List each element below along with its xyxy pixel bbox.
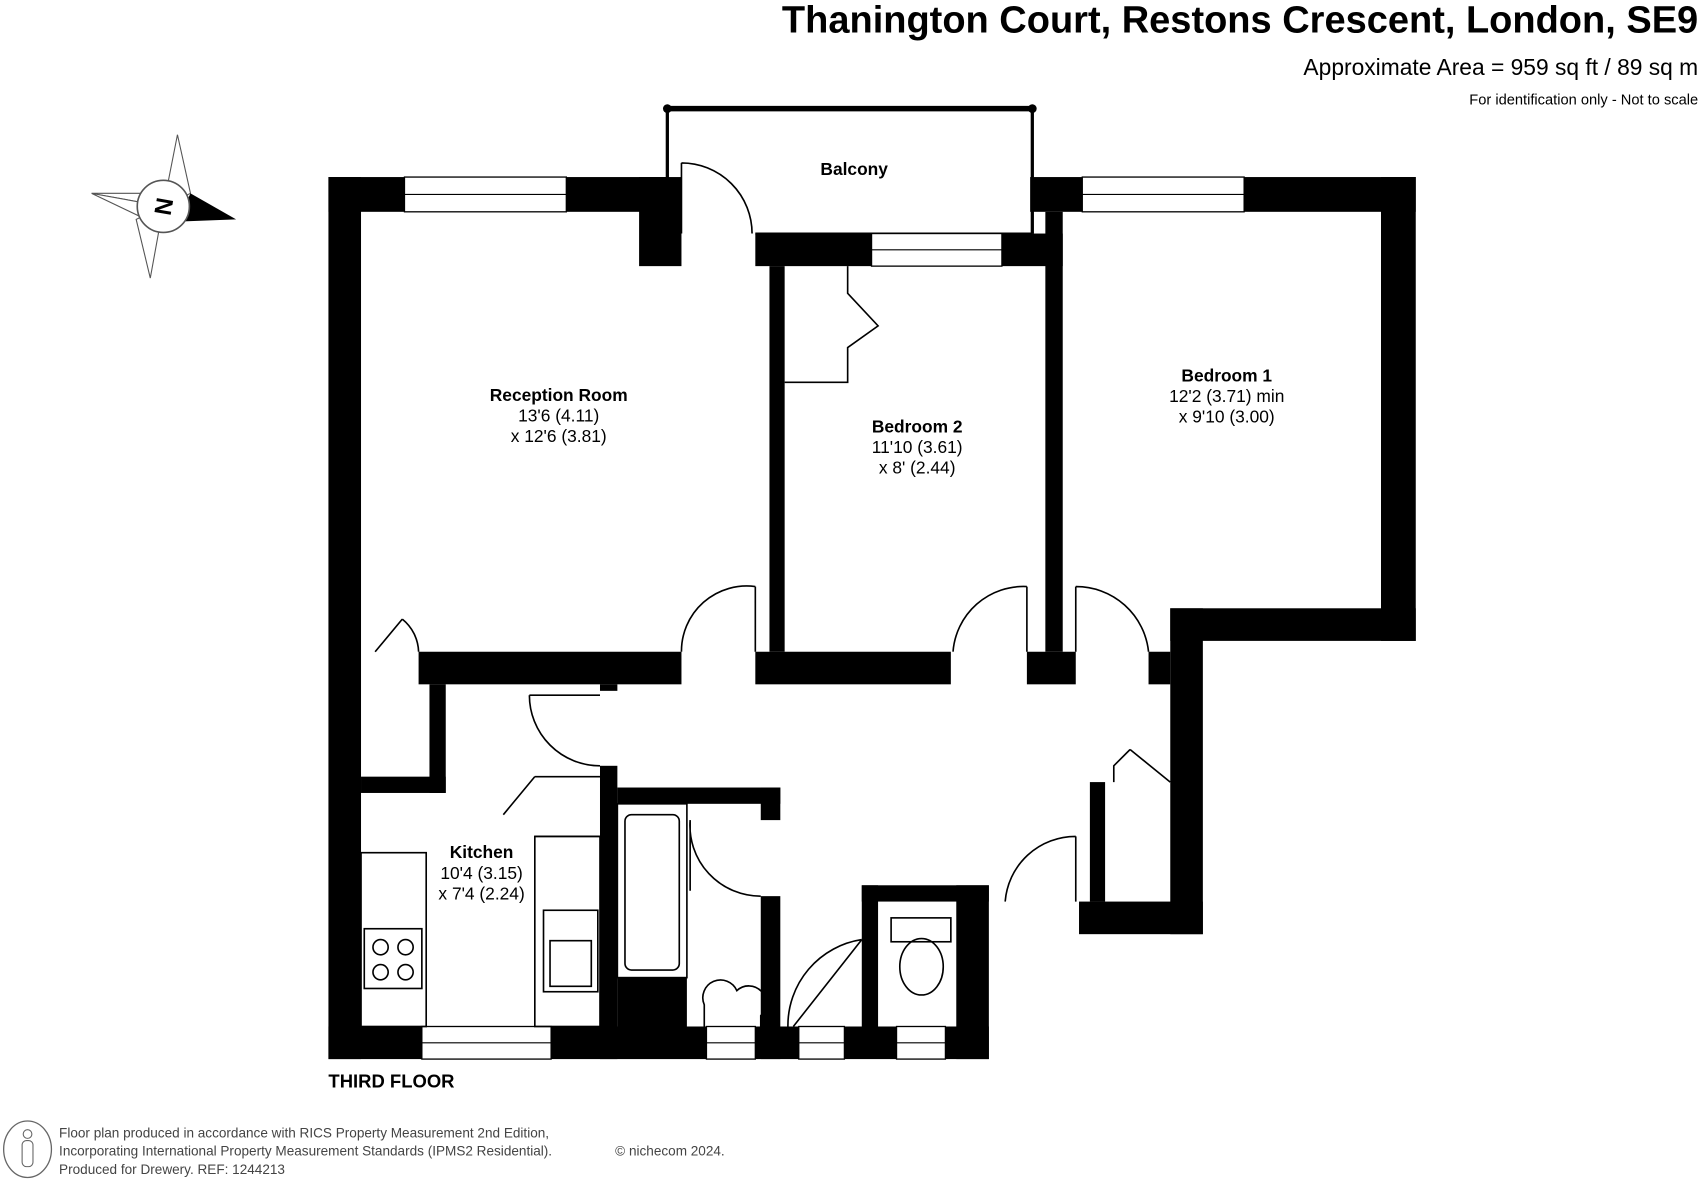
footer-copyright: © nichecom 2024.: [615, 1144, 725, 1159]
bedroom2-label: Bedroom 2: [872, 416, 963, 436]
reception-dim1: 13'6 (4.11): [518, 405, 599, 425]
footer-line2: Incorporating International Property Mea…: [59, 1144, 552, 1159]
footer-line3: Produced for Drewery. REF: 1244213: [59, 1162, 285, 1177]
compass-north-label: N: [150, 196, 180, 218]
bedroom1-dim1: 12'2 (3.71) min: [1169, 386, 1284, 406]
bedroom1-label: Bedroom 1: [1181, 365, 1272, 385]
kitchen-dim1: 10'4 (3.15): [440, 863, 522, 883]
windows: [403, 176, 1245, 1060]
footer-line1: Floor plan produced in accordance with R…: [59, 1125, 549, 1140]
basin-icon: [701, 979, 767, 1027]
reception-dim2: x 12'6 (3.81): [511, 426, 607, 446]
kitchen-dim2: x 7'4 (2.24): [438, 883, 524, 903]
ipms-person-icon: [2, 1120, 53, 1179]
toilet-icon: [898, 937, 945, 996]
reception-label: Reception Room: [490, 385, 628, 405]
bath-icon: [624, 813, 681, 971]
approximate-area: Approximate Area = 959 sq ft / 89 sq m: [1303, 54, 1698, 80]
doors: [374, 162, 1171, 1027]
bedroom2-dim2: x 8' (2.44): [879, 458, 956, 478]
hob-icon: [363, 927, 423, 990]
kitchen-label: Kitchen: [450, 842, 514, 862]
bedroom1-dim2: x 9'10 (3.00): [1179, 407, 1275, 427]
property-title: Thanington Court, Restons Crescent, Lond…: [782, 0, 1698, 42]
balcony-label: Balcony: [820, 159, 888, 179]
walls: [328, 177, 1416, 1060]
disclaimer: For identification only - Not to scale: [1469, 92, 1698, 108]
fixtures: [360, 803, 952, 1028]
compass-icon: N: [91, 134, 237, 279]
sink-icon: [542, 909, 599, 993]
bedroom2-dim1: 11'10 (3.61): [872, 437, 963, 457]
floor-label: THIRD FLOOR: [328, 1070, 454, 1091]
